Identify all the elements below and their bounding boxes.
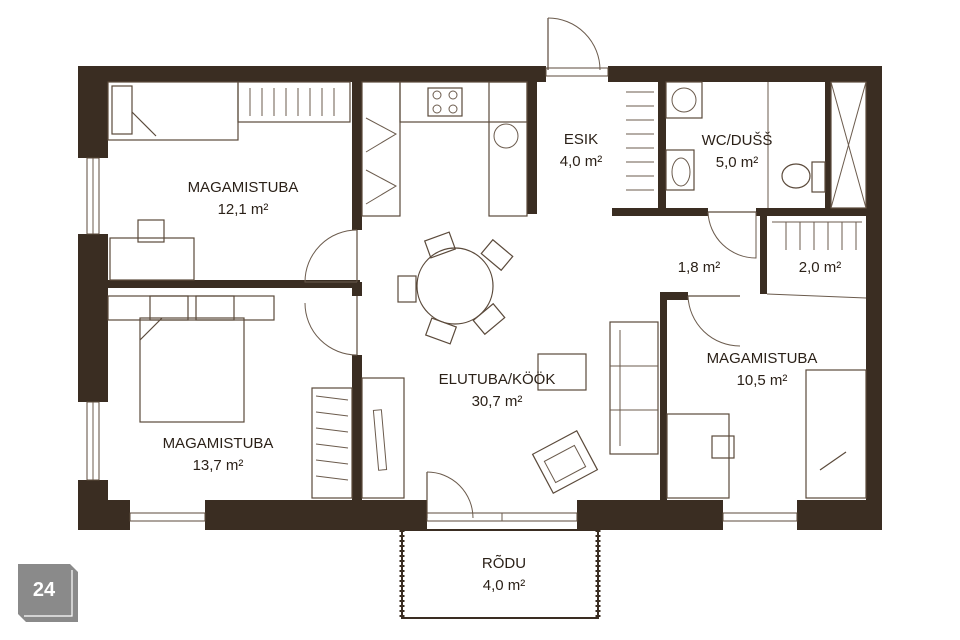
hall-name: ESIK: [564, 131, 598, 148]
bedroom-1-name: MAGAMISTUBA: [188, 179, 299, 196]
balcony: [399, 529, 601, 619]
hall-bath-fixtures: [626, 81, 867, 209]
windows: [86, 157, 798, 522]
hall-area: 4,0 m²: [560, 153, 603, 170]
exterior-walls: [78, 66, 882, 530]
bathroom-area: 5,0 m²: [716, 154, 759, 171]
bedroom-3-area: 10,5 m²: [737, 372, 788, 389]
bedroom-3-name: MAGAMISTUBA: [707, 350, 818, 367]
balcony-area: 4,0 m²: [483, 577, 526, 594]
living-room-name: ELUTUBA/KÖÖK: [439, 370, 556, 388]
page-number-badge: 24: [18, 564, 78, 622]
entrance-door: [545, 17, 609, 77]
closet-1-area: 1,8 m²: [678, 259, 721, 276]
closet-2-area: 2,0 m²: [799, 259, 842, 276]
bedroom-2-area: 13,7 m²: [193, 457, 244, 474]
closets-bedroom-3-furniture: [666, 221, 867, 499]
bedroom-2-furniture: [107, 295, 353, 499]
interior-walls: [108, 82, 866, 500]
living-room-area: 30,7 m²: [472, 393, 523, 410]
page-number: 24: [33, 579, 56, 601]
bedroom-1-furniture: [107, 81, 351, 281]
bedroom-2-name: MAGAMISTUBA: [163, 435, 274, 452]
bedroom-1-area: 12,1 m²: [218, 201, 269, 218]
bathroom-name: WC/DUŠŠ: [702, 132, 773, 149]
kitchen-living-furniture: [361, 81, 659, 499]
interior-doors: [304, 211, 757, 519]
balcony-name: RÕDU: [482, 555, 526, 572]
